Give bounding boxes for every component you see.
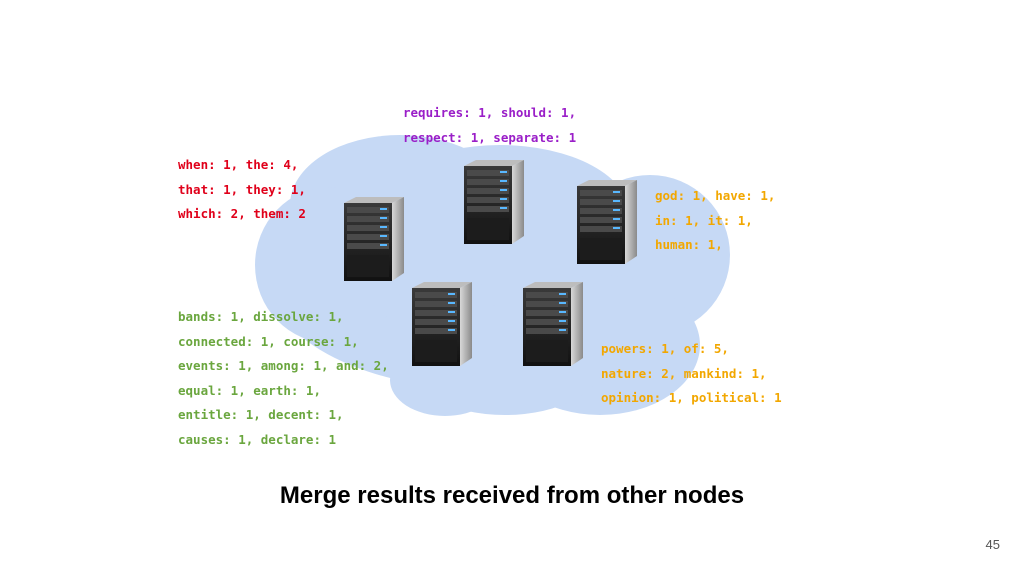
word-group-green: bands: 1, dissolve: 1, connected: 1, cou… xyxy=(178,305,389,452)
word-count-line: opinion: 1, political: 1 xyxy=(601,390,782,405)
word-group-red: when: 1, the: 4, that: 1, they: 1, which… xyxy=(178,153,306,227)
word-count-line: requires: 1, should: 1, xyxy=(403,105,577,120)
word-group-orange-bottom: powers: 1, of: 5, nature: 2, mankind: 1,… xyxy=(601,337,782,411)
word-group-orange-top: god: 1, have: 1, in: 1, it: 1, human: 1, xyxy=(655,184,775,258)
word-count-line: respect: 1, separate: 1 xyxy=(403,129,577,145)
word-count-line: events: 1, among: 1, and: 2, xyxy=(178,358,389,373)
server-icon xyxy=(464,160,524,244)
server-icon xyxy=(412,282,472,366)
word-count-line: human: 1, xyxy=(655,237,723,252)
word-count-line: when: 1, the: 4, xyxy=(178,157,299,172)
word-count-line: that: 1, they: 1, xyxy=(178,181,306,197)
server-icon xyxy=(577,180,637,264)
word-count-line: powers: 1, of: 5, xyxy=(601,341,729,356)
word-count-line: in: 1, it: 1, xyxy=(655,212,753,228)
slide-caption: Merge results received from other nodes xyxy=(279,482,745,509)
word-count-line: which: 2, them: 2 xyxy=(178,206,306,221)
word-count-line: bands: 1, dissolve: 1, xyxy=(178,309,344,324)
word-count-line: equal: 1, earth: 1, xyxy=(178,382,321,398)
word-count-line: entitle: 1, decent: 1, xyxy=(178,407,344,422)
word-count-line: causes: 1, declare: 1 xyxy=(178,431,337,447)
word-count-line: connected: 1, course: 1, xyxy=(178,333,359,349)
word-count-line: nature: 2, mankind: 1, xyxy=(601,365,767,381)
server-icon xyxy=(523,282,583,366)
word-group-purple: requires: 1, should: 1, respect: 1, sepa… xyxy=(403,101,576,150)
server-icon xyxy=(344,197,404,281)
page-number: 45 xyxy=(985,537,1000,552)
word-count-line: god: 1, have: 1, xyxy=(655,188,776,203)
